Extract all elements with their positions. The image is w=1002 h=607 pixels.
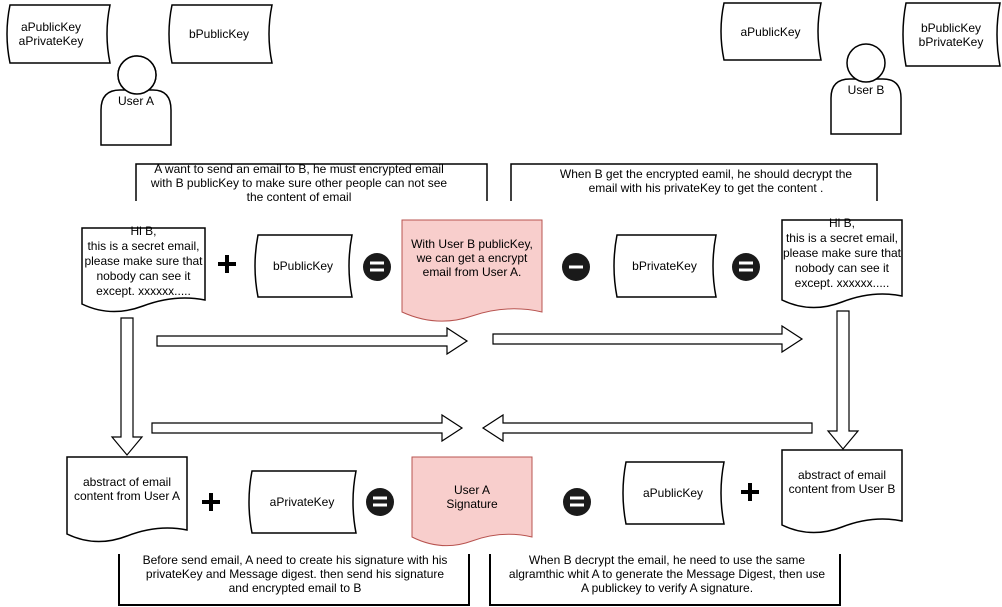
encrypt-note: A want to send an email to B, he must en…: [150, 162, 448, 204]
user-a-actor: [100, 55, 172, 146]
verify-note: When B decrypt the email, he need to use…: [508, 553, 826, 595]
equals-operator: [732, 253, 760, 281]
signature-text: User A Signature: [446, 483, 498, 511]
equals-operator: [563, 488, 591, 516]
encrypted-email-document: [401, 219, 543, 322]
b-keys-label: bPublicKey bPrivateKey: [918, 20, 984, 49]
sign-note: Before send email, A need to create his …: [142, 553, 448, 595]
arrow-down: [110, 317, 144, 456]
decrypt-note: When B get the encrypted eamil, he shoul…: [559, 167, 853, 195]
encrypted-email-text: With User B publicKey, we can get a encr…: [411, 237, 533, 279]
email-a-document: [81, 227, 206, 313]
arrow-right: [492, 324, 804, 354]
arrow-right: [151, 413, 464, 443]
email-b-document: [781, 219, 903, 309]
email-b-text: Hi B, this is a secret email, please mak…: [782, 215, 902, 290]
digest-b-text: abstract of email content from User B: [788, 468, 896, 496]
user-b-label: User B: [847, 83, 885, 97]
minus-operator: [562, 253, 590, 281]
sign-note-bracket: [118, 554, 470, 606]
b-public-key-tape: [254, 234, 353, 298]
b-private-key-label: bPrivateKey: [632, 259, 697, 273]
equals-operator: [366, 488, 394, 516]
arrow-left: [481, 413, 813, 443]
b-private-key-tape: [613, 234, 717, 298]
b-keys-tape: [902, 2, 1001, 67]
b-known-key-label: aPublicKey: [740, 24, 801, 39]
arrow-right: [156, 326, 469, 356]
a-known-key-tape: [168, 4, 273, 64]
digest-a-document: [66, 456, 188, 543]
a-keys-tape: [6, 4, 111, 64]
signature-document: [411, 456, 533, 547]
a-known-key-label: bPublicKey: [188, 27, 250, 41]
digest-a-text: abstract of email content from User A: [73, 475, 181, 503]
equals-operator: [363, 253, 391, 281]
email-a-text: Hi B, this is a secret email, please mak…: [84, 223, 203, 298]
digest-b-document: [781, 449, 903, 534]
decrypt-note-bracket: [510, 163, 878, 201]
arrow-down: [826, 310, 860, 450]
verify-note-bracket: [489, 554, 841, 606]
b-known-key-tape: [720, 2, 822, 61]
a-public-key-label: aPublicKey: [642, 486, 704, 500]
b-public-key-label: bPublicKey: [272, 259, 334, 273]
user-b-actor: [830, 43, 902, 135]
a-keys-label: aPublicKey aPrivateKey: [18, 20, 84, 48]
a-private-key-label: aPrivateKey: [269, 495, 335, 509]
a-public-key-tape: [622, 461, 725, 525]
user-a-label: User A: [117, 94, 154, 108]
a-private-key-tape: [248, 470, 357, 534]
plus-operator: [202, 493, 220, 511]
plus-operator: [741, 483, 759, 501]
encrypt-note-bracket: [135, 163, 488, 201]
plus-operator: [218, 255, 236, 273]
